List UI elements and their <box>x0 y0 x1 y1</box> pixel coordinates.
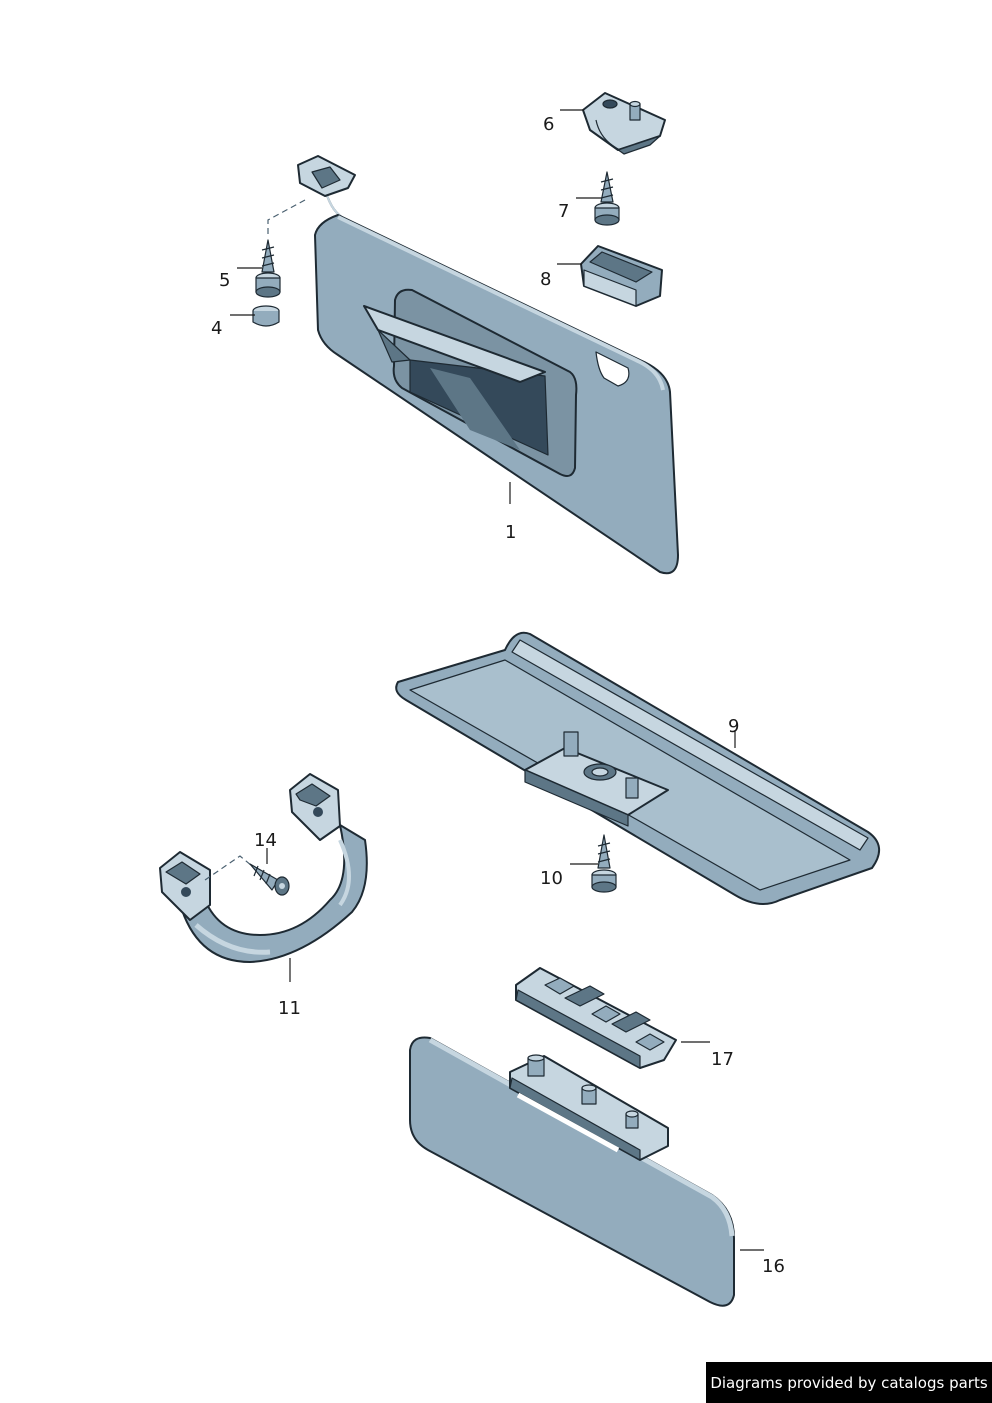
screw-part-10 <box>591 834 617 893</box>
leader-lines <box>230 109 764 1251</box>
part-labels: 1 4 5 6 7 8 9 10 11 14 16 17 <box>211 114 785 1277</box>
mirror-cover-part-16 <box>409 1036 735 1307</box>
sun-visor-part-1 <box>297 155 679 575</box>
credit-badge: Diagrams provided by catalogs parts <box>706 1362 992 1403</box>
cap-part-4 <box>252 305 280 327</box>
trim-panel-part-9 <box>395 631 880 905</box>
screw-part-7 <box>594 171 620 226</box>
part-label-16: 16 <box>762 1256 785 1277</box>
part-label-11: 11 <box>278 998 301 1019</box>
visor-holder-part-6 <box>582 92 666 155</box>
part-label-6: 6 <box>543 114 554 135</box>
screw-part-5 <box>255 239 281 298</box>
part-label-5: 5 <box>219 270 230 291</box>
part-label-4: 4 <box>211 318 222 339</box>
holder-plate-part-17 <box>515 967 677 1069</box>
grab-handle-part-11 <box>159 773 368 963</box>
part-label-7: 7 <box>558 201 569 222</box>
part-label-8: 8 <box>540 269 551 290</box>
screw-part-14 <box>249 863 290 896</box>
part-label-1: 1 <box>505 522 516 543</box>
part-label-10: 10 <box>540 868 563 889</box>
assembly-line <box>204 855 253 881</box>
part-label-17: 17 <box>711 1049 734 1070</box>
part-label-9: 9 <box>728 716 739 737</box>
part-label-14: 14 <box>254 830 277 851</box>
cover-part-8 <box>580 245 663 307</box>
assembly-line <box>267 199 306 238</box>
